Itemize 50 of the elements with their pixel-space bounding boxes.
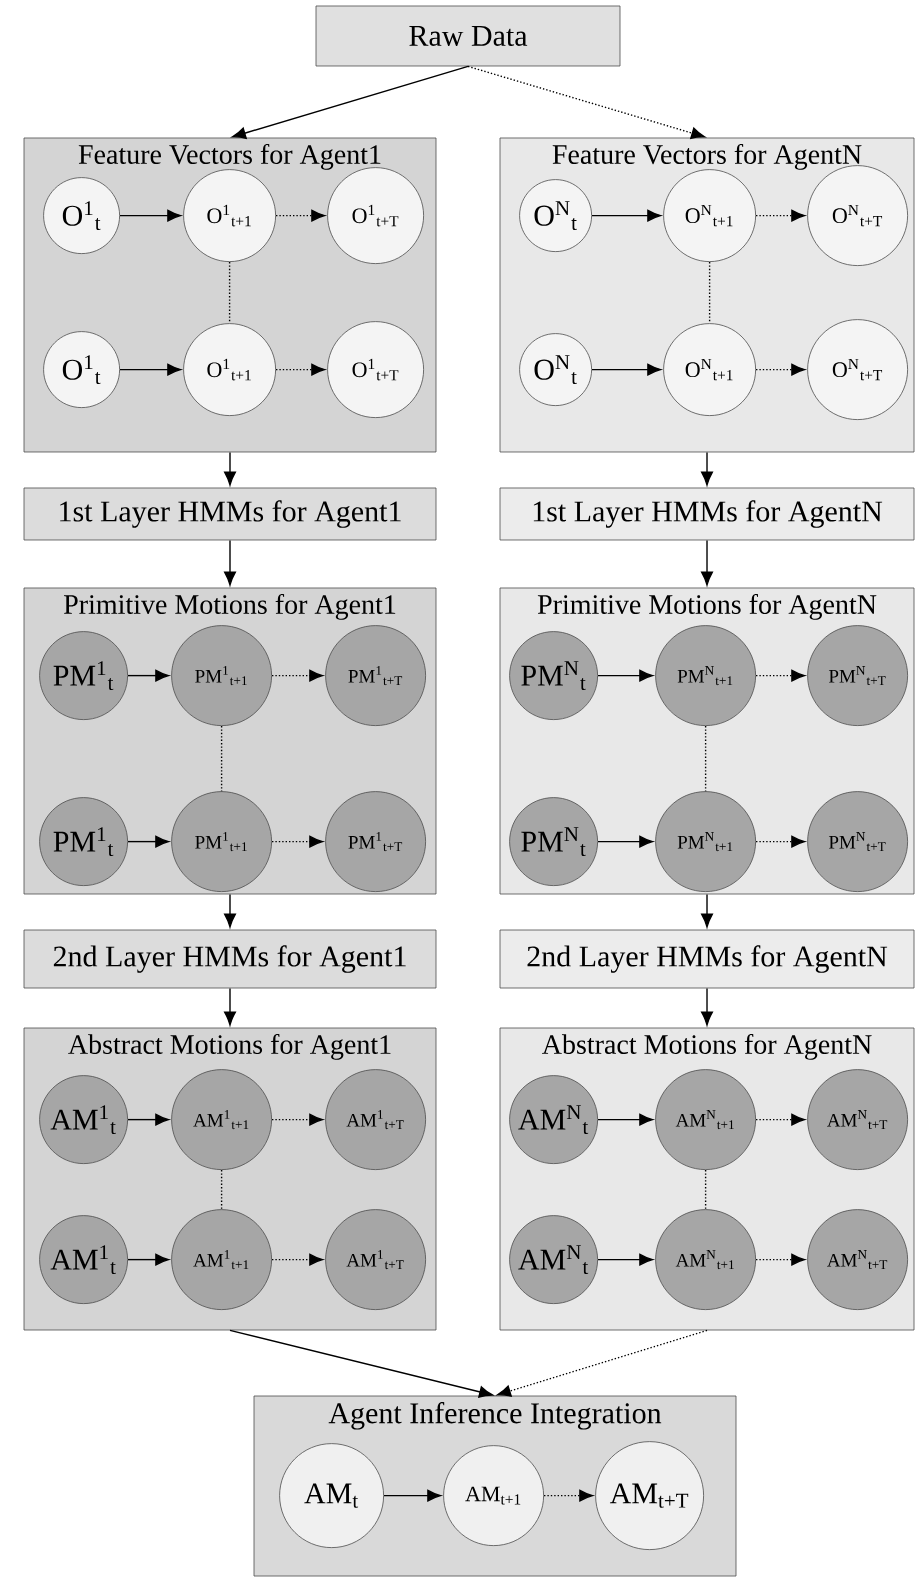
arrow [229, 1329, 494, 1398]
arrow [597, 669, 654, 682]
arrow [127, 1113, 170, 1126]
arrow [383, 1489, 442, 1502]
arrow [119, 363, 182, 376]
arrow [231, 65, 469, 139]
arrow [127, 1253, 170, 1266]
arrow [224, 893, 236, 928]
arrow [701, 893, 713, 928]
arrow [127, 835, 170, 848]
panel-title: Abstract Motions for AgentN [542, 1034, 872, 1060]
arrow [271, 835, 324, 848]
arrow [591, 209, 662, 222]
arrow [467, 65, 706, 139]
arrow [755, 1113, 806, 1126]
arrow [755, 209, 806, 222]
arrow [271, 1113, 324, 1126]
arrow [224, 451, 236, 486]
arrow [755, 363, 806, 376]
arrow [755, 669, 806, 682]
arrow [597, 1113, 654, 1126]
arrow [591, 363, 662, 376]
panel-title: Feature Vectors for Agent1 [78, 144, 381, 170]
arrow [755, 835, 806, 848]
panel-title: Feature Vectors for AgentN [552, 144, 862, 170]
arrow [271, 669, 324, 682]
panel-title: Primitive Motions for Agent1 [64, 594, 396, 620]
arrow [701, 451, 713, 486]
arrow [275, 363, 326, 376]
process-box: 2nd Layer HMMs for AgentN [499, 929, 915, 989]
panel-title: Abstract Motions for Agent1 [68, 1034, 391, 1060]
process-box: 2nd Layer HMMs for Agent1 [23, 929, 437, 989]
arrow [543, 1489, 594, 1502]
process-box: Raw Data [315, 5, 621, 67]
arrow [755, 1253, 806, 1266]
arrow [271, 1253, 324, 1266]
arrow [597, 1253, 654, 1266]
arrow [224, 539, 236, 586]
arrow [701, 987, 713, 1026]
panel-title: Agent Inference Integration [328, 1402, 662, 1430]
arrow [275, 209, 326, 222]
process-box: 1st Layer HMMs for Agent1 [23, 487, 437, 541]
arrow [701, 539, 713, 586]
arrow [597, 835, 654, 848]
arrow [127, 669, 170, 682]
arrow [119, 209, 182, 222]
panel-title: Primitive Motions for AgentN [537, 594, 877, 620]
arrow [496, 1329, 708, 1397]
process-box: 1st Layer HMMs for AgentN [499, 487, 915, 541]
arrow [224, 987, 236, 1026]
